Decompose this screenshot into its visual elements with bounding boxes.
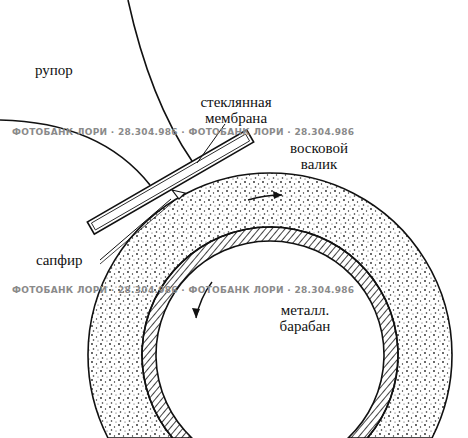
arrow-head — [273, 191, 282, 199]
sapphire-stylus — [172, 190, 185, 199]
part-label: металл. барабан — [268, 302, 342, 334]
watermark: ФОТОБАНК ЛОРИ · 28.304.986 · ФОТОБАНК ЛО… — [12, 127, 354, 138]
part-label: рупор — [35, 62, 73, 78]
arrow-head — [192, 308, 200, 318]
glass-membrane — [87, 130, 253, 234]
part-label: стеклянная мембрана — [190, 94, 282, 126]
metal-drum — [142, 227, 398, 438]
part-label: восковой валик — [280, 140, 358, 172]
leader-line — [100, 201, 174, 264]
wax-cylinder — [88, 173, 452, 438]
watermark: ФОТОБАНК ЛОРИ · 28.304.986 · ФОТОБАНК ЛО… — [12, 285, 354, 296]
part-label: сапфир — [36, 252, 83, 268]
leader-line — [100, 199, 171, 260]
